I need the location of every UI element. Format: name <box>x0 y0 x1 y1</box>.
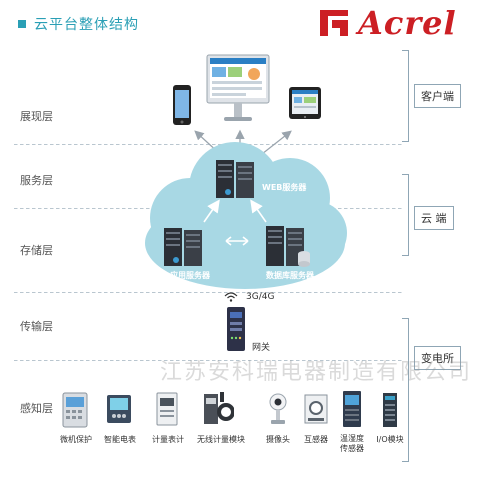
device-label: 摄像头 <box>266 435 290 444</box>
layer-divider <box>14 360 402 361</box>
brand-name: Acrel <box>358 4 457 42</box>
network-signal-label: 3G/4G <box>246 292 275 302</box>
smartphone-icon <box>173 85 191 125</box>
device-label: 智能电表 <box>104 435 136 444</box>
side-tag-substation: 变电所 <box>414 346 461 370</box>
page-title: 云平台整体结构 <box>34 17 139 33</box>
title-marker-icon <box>18 20 26 28</box>
gateway-device-icon <box>227 307 245 351</box>
company-watermark: 江苏安科瑞电器制造有限公司 <box>160 360 473 385</box>
wireless-signal-icon <box>224 292 238 302</box>
layer-label-transmission: 传输层 <box>20 320 53 333</box>
layer-label-perception: 感知层 <box>20 402 53 415</box>
substation-bracket <box>402 318 409 462</box>
database-server-label: 数据库服务器 <box>266 271 314 280</box>
smart-meter-icon <box>107 395 131 423</box>
server-link-arrows <box>203 199 267 223</box>
device-label: 计量表计 <box>152 435 184 444</box>
metering-meter-icon <box>156 392 178 426</box>
app-server-icon <box>164 228 202 266</box>
database-server-icon <box>266 226 310 267</box>
tablet-icon <box>289 87 321 119</box>
side-tag-client: 客户端 <box>414 84 461 108</box>
layer-divider <box>14 144 402 145</box>
layer-divider <box>14 292 402 293</box>
web-server-label: WEB服务器 <box>262 183 307 192</box>
cloud-bracket <box>402 174 409 256</box>
wireless-module-icon <box>204 392 234 424</box>
client-bracket <box>402 50 409 142</box>
relay-protection-icon <box>62 392 88 428</box>
device-label: 无线计量模块 <box>197 435 245 444</box>
io-module-icon <box>383 393 397 427</box>
transformer-icon <box>304 394 328 424</box>
layer-label-service: 服务层 <box>20 174 53 187</box>
bidirectional-arrow-icon <box>225 236 249 246</box>
app-server-label: 应用服务器 <box>170 271 210 280</box>
device-label: 温湿度 传感器 <box>340 434 364 453</box>
web-server-icon <box>216 160 254 198</box>
gateway-label: 网关 <box>252 343 271 353</box>
temp-humidity-sensor-icon <box>343 391 361 427</box>
layer-label-storage: 存储层 <box>20 244 53 257</box>
device-label: I/O模块 <box>376 435 404 444</box>
desktop-monitor-icon <box>206 54 270 121</box>
camera-icon <box>269 393 287 424</box>
layer-label-presentation: 展现层 <box>20 110 53 123</box>
side-tag-cloud: 云 端 <box>414 206 454 230</box>
acrel-logo-icon <box>320 10 348 36</box>
brand-logo: Acrel <box>318 4 457 42</box>
device-label: 互感器 <box>304 435 328 444</box>
device-label: 微机保护 <box>60 435 92 444</box>
